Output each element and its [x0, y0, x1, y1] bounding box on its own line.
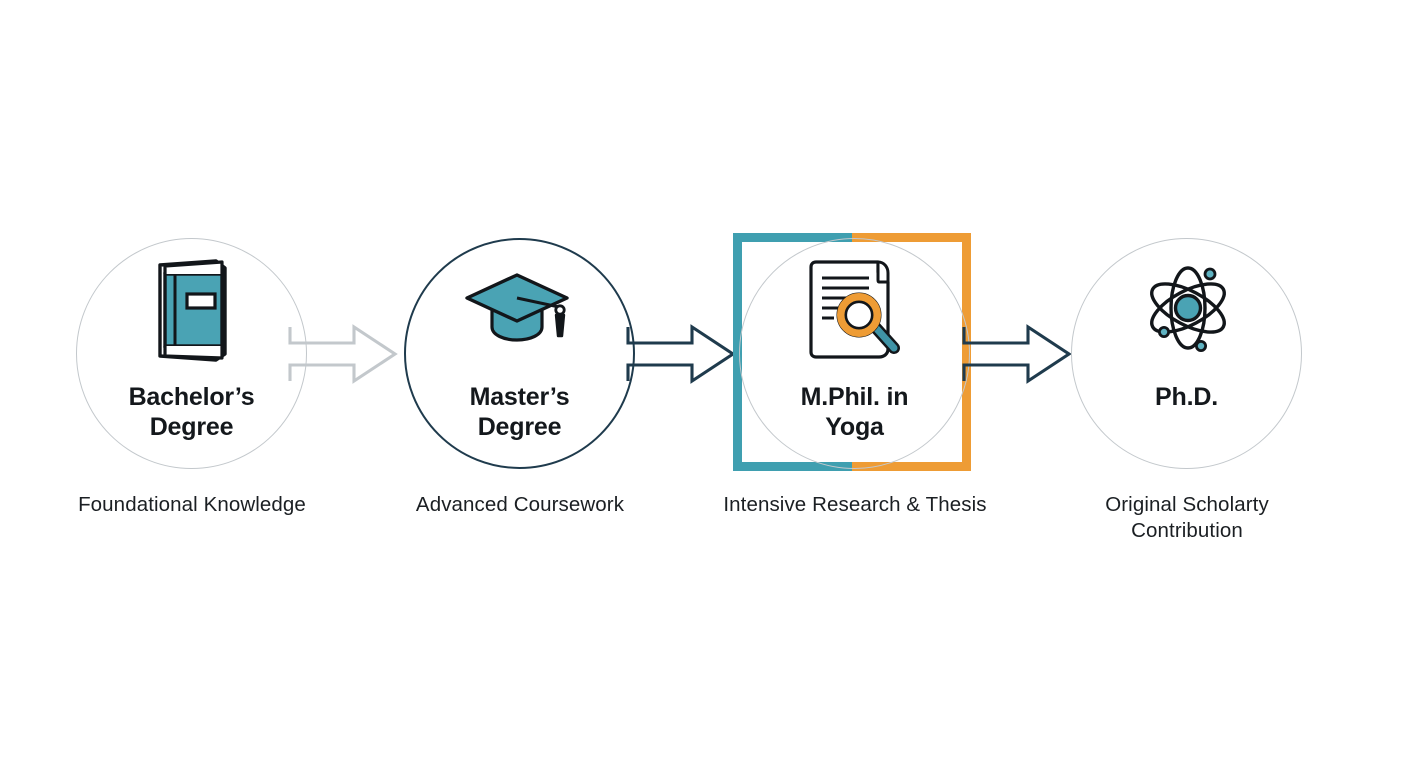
highlight-frame — [733, 233, 971, 471]
step-title-mphil-yoga: M.Phil. in Yoga — [739, 382, 970, 442]
step-title-line1: Bachelor’s — [128, 383, 255, 411]
arrow-right-icon-2 — [626, 323, 736, 385]
highlight-frame-top-right-edge — [852, 233, 971, 242]
step-title-line2: Degree — [149, 413, 234, 441]
step-title-line1: Master’s — [469, 383, 570, 411]
highlight-frame-bottom-left-edge — [733, 462, 852, 471]
document-magnifier-icon — [806, 256, 904, 360]
step-title-phd: Ph.D. — [1071, 382, 1302, 412]
arrow-right-icon-3 — [962, 323, 1072, 385]
highlight-frame-top-left-edge — [733, 233, 852, 242]
step-circle-bachelors — [76, 238, 307, 469]
step-caption-line2: Contribution — [1131, 519, 1243, 542]
step-caption-phd: Original Scholarty Contribution — [1037, 492, 1337, 544]
highlight-frame-bottom-right-edge — [852, 462, 971, 471]
book-icon — [153, 258, 231, 362]
graduation-cap-icon — [463, 270, 578, 346]
step-title-line1: M.Phil. in — [800, 383, 909, 411]
step-circle-mphil-yoga — [739, 238, 970, 469]
step-caption-mphil-yoga: Intensive Research & Thesis — [723, 493, 987, 516]
arrow-right-icon-1 — [288, 323, 398, 385]
step-title-line1: Ph.D. — [1155, 383, 1218, 411]
atom-icon — [1144, 262, 1232, 354]
step-title-line2: Yoga — [825, 413, 884, 441]
step-caption-masters: Advanced Coursework — [415, 493, 625, 516]
step-title-masters: Master’s Degree — [404, 382, 635, 442]
step-title-bachelors: Bachelor’s Degree — [76, 382, 307, 442]
step-title-line2: Degree — [477, 413, 562, 441]
step-caption-line1: Original Scholarty — [1105, 493, 1269, 516]
step-caption-bachelors: Foundational Knowledge — [78, 493, 306, 516]
step-circle-phd — [1071, 238, 1302, 469]
step-circle-masters — [404, 238, 635, 469]
